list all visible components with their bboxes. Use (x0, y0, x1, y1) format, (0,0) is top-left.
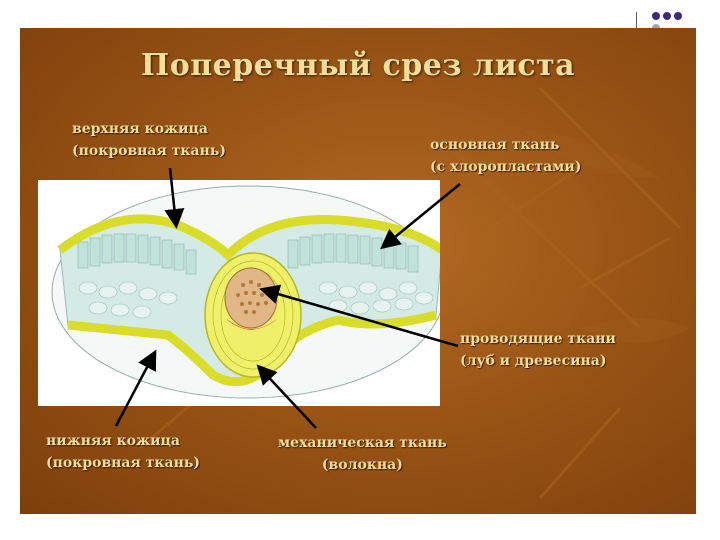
label-mechanical-tissue: механическая ткань (волокна) (278, 432, 447, 476)
label-lower-epidermis: нижняя кожица (покровная ткань) (46, 430, 200, 474)
label-conducting-tissue: проводящие ткани (луб и древесина) (460, 328, 616, 372)
label-upper-epidermis: верхняя кожица (покровная ткань) (72, 118, 226, 162)
label-ground-tissue: основная ткань (с хлоропластами) (430, 134, 581, 178)
leaf-cross-section-image (38, 180, 440, 406)
page-title: Поперечный срез листа (20, 48, 696, 83)
leaf-cross-section-drawing (38, 180, 440, 406)
slide: Поперечный срез листа (20, 28, 696, 514)
